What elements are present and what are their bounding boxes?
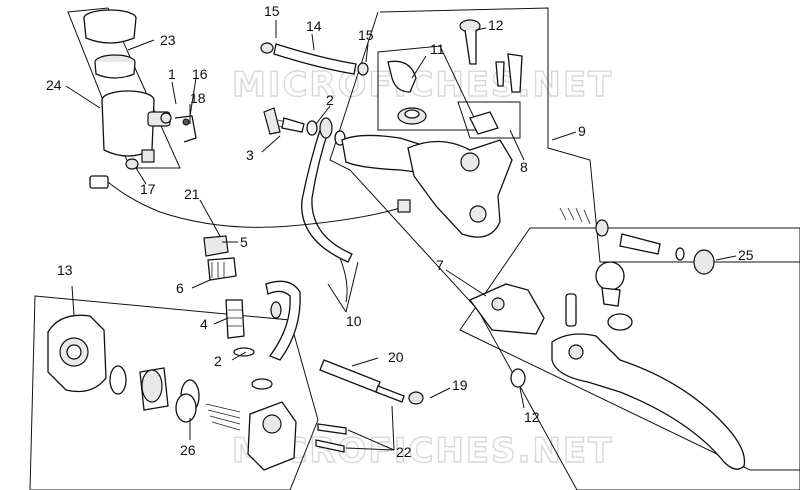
callout-20: 20 <box>388 349 404 365</box>
leader-lines <box>65 20 737 451</box>
callout-3: 3 <box>246 147 254 163</box>
callout-2-top: 2 <box>326 92 334 108</box>
watermark-top: MICROFICHES.NET <box>232 65 613 105</box>
lever-bracket <box>341 134 513 238</box>
adjuster-parts <box>559 207 715 275</box>
callout-7: 7 <box>436 257 444 273</box>
callout-25: 25 <box>738 247 754 263</box>
callout-9: 9 <box>578 123 586 139</box>
top-screws-and-bracket <box>459 19 523 135</box>
callout-2-bottom: 2 <box>214 353 222 369</box>
callout-15-top-left: 15 <box>264 3 280 19</box>
callout-12-top: 12 <box>488 17 504 33</box>
callout-4: 4 <box>200 316 208 332</box>
callout-18: 18 <box>190 90 206 106</box>
reservoir-assembly <box>83 9 197 170</box>
callout-22: 22 <box>396 444 412 460</box>
pin-and-screws <box>315 359 424 453</box>
callout-1: 1 <box>168 66 176 82</box>
callout-6: 6 <box>176 280 184 296</box>
banjo-bolt <box>263 107 346 146</box>
callout-11: 11 <box>430 41 445 57</box>
fluid-lines <box>265 117 353 361</box>
callout-19: 19 <box>452 377 468 393</box>
line-fittings <box>203 235 273 390</box>
callout-23: 23 <box>160 32 176 48</box>
master-cylinder-assembly <box>47 314 297 471</box>
callout-5: 5 <box>240 234 248 250</box>
callout-16: 16 <box>192 66 208 82</box>
callout-14: 14 <box>306 18 322 34</box>
callout-26: 26 <box>180 442 196 458</box>
switch-cable <box>89 175 411 228</box>
hose-and-clips <box>260 42 369 76</box>
callout-labels: 15 14 15 11 12 23 24 1 16 18 2 3 9 8 17 … <box>46 3 754 460</box>
callout-24: 24 <box>46 77 62 93</box>
callout-13: 13 <box>57 262 73 278</box>
callout-8: 8 <box>520 159 528 175</box>
clutch-lever <box>468 261 746 470</box>
callout-10: 10 <box>346 313 362 329</box>
callout-21: 21 <box>184 186 200 202</box>
banjo-fitting <box>387 60 427 125</box>
callout-12-bottom: 12 <box>524 409 540 425</box>
callout-17: 17 <box>140 181 156 197</box>
callout-15-top-right: 15 <box>358 27 374 43</box>
